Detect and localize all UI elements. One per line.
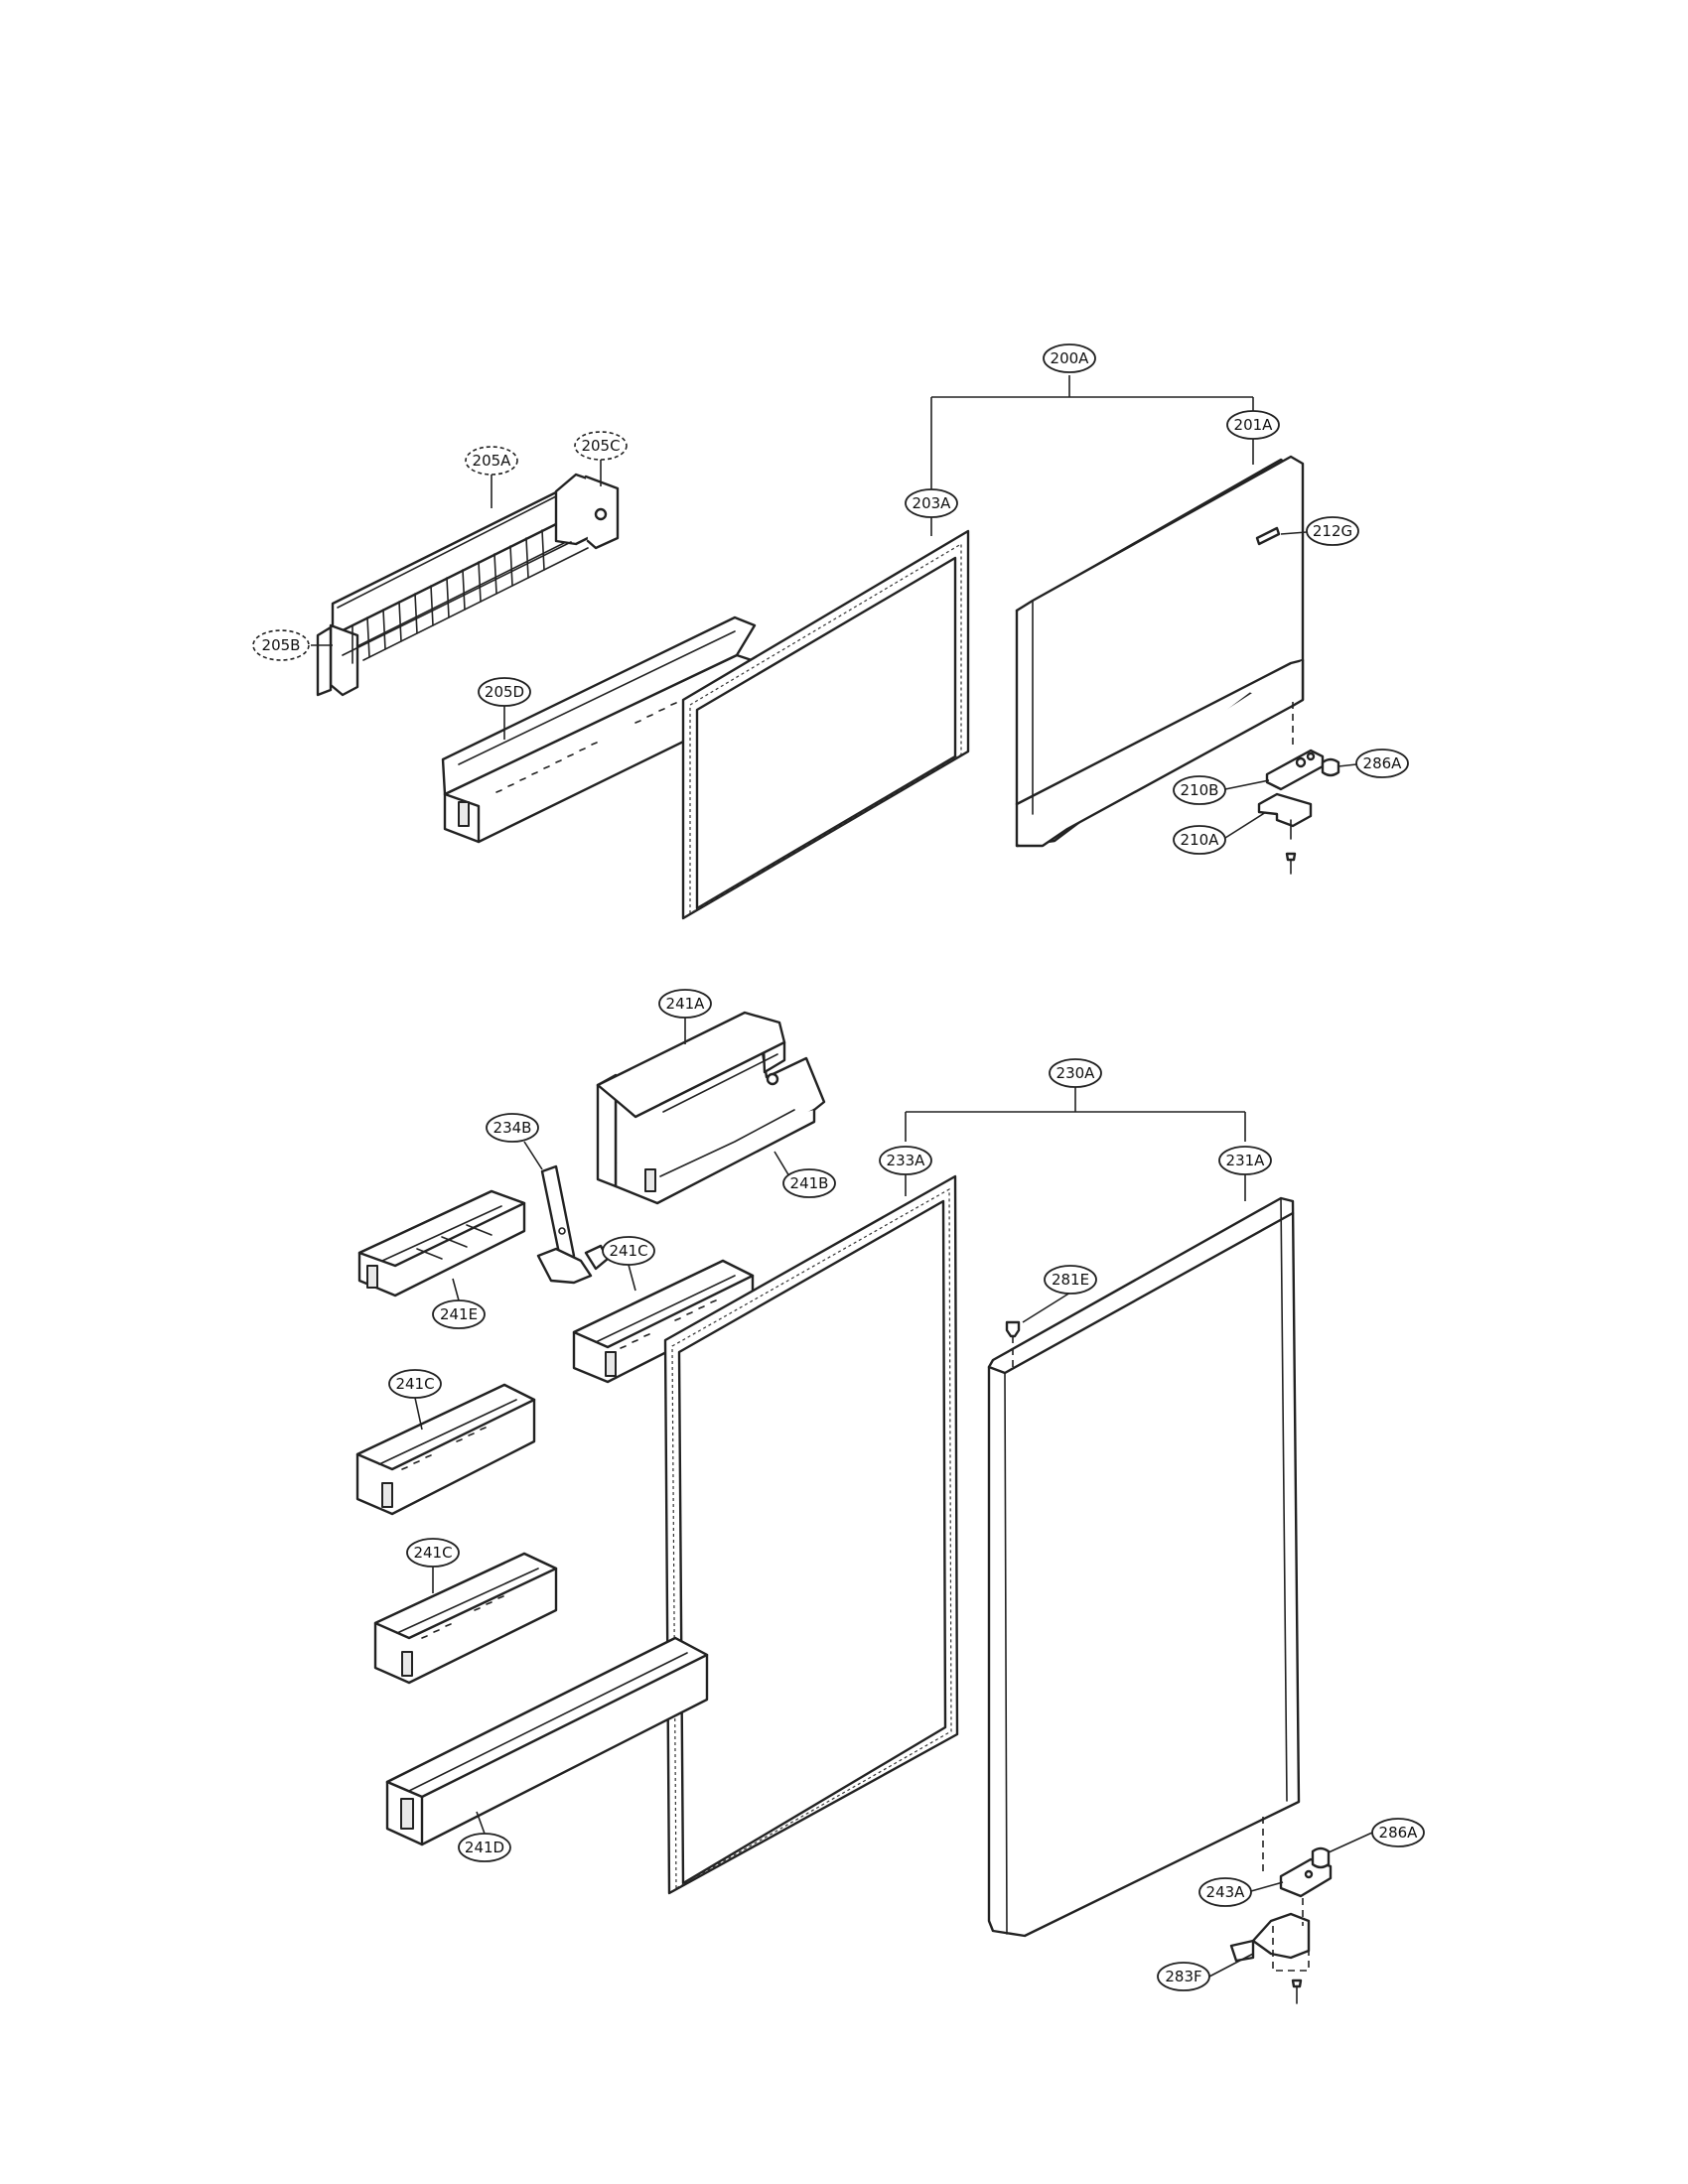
svg-text:283F: 283F: [1165, 1968, 1201, 1985]
callout-205B: 205B: [252, 629, 310, 661]
callout-241C-1: 241C: [602, 1236, 655, 1266]
callout-286A-bottom: 286A: [1371, 1818, 1425, 1847]
door-bin-241D: [385, 1636, 709, 1846]
leader-lines: [311, 439, 1373, 1978]
svg-text:200A: 200A: [1051, 349, 1090, 367]
svg-text:241B: 241B: [790, 1174, 829, 1192]
cap-286A-top: [1321, 757, 1340, 777]
hinge-243A: [1262, 1817, 1333, 1898]
hinge-bracket-210A: [1257, 792, 1313, 840]
callout-283F: 283F: [1157, 1962, 1210, 1991]
callout-210A: 210A: [1173, 825, 1226, 855]
screw-top: [1285, 852, 1297, 875]
svg-text:241C: 241C: [609, 1242, 647, 1260]
svg-text:230A: 230A: [1056, 1064, 1096, 1082]
callout-210B: 210B: [1173, 775, 1226, 805]
svg-text:243A: 243A: [1206, 1883, 1246, 1901]
callout-241D: 241D: [458, 1833, 511, 1862]
callout-234B: 234B: [486, 1113, 539, 1143]
callout-205A: 205A: [465, 446, 518, 476]
callout-286A-top: 286A: [1355, 749, 1409, 778]
svg-text:234B: 234B: [493, 1119, 532, 1137]
callout-281E: 281E: [1044, 1265, 1097, 1295]
svg-text:205C: 205C: [581, 437, 620, 455]
callout-200A: 200A: [1043, 343, 1096, 373]
callout-233A: 233A: [879, 1146, 932, 1175]
svg-text:241C: 241C: [413, 1544, 452, 1562]
door-bin-241C-3: [373, 1552, 558, 1685]
svg-text:205B: 205B: [262, 636, 301, 654]
svg-text:210B: 210B: [1181, 781, 1219, 799]
freezer-door-201A: [1015, 455, 1305, 848]
svg-text:281E: 281E: [1052, 1271, 1089, 1289]
door-bin-241C-1: [572, 1259, 755, 1384]
assembly-bracket-230A: [905, 1086, 1246, 1142]
hinge-210B: [1265, 702, 1325, 791]
callout-241A: 241A: [658, 989, 712, 1019]
cap-286A-bottom: [1311, 1846, 1331, 1869]
door-gasket-203A: [681, 529, 970, 920]
door-bin-241C-2: [355, 1383, 536, 1516]
wire-shelf-rack-205A: [316, 473, 620, 697]
svg-text:205A: 205A: [473, 452, 512, 470]
svg-text:241D: 241D: [465, 1839, 504, 1856]
callout-203A: 203A: [905, 488, 958, 518]
callout-241E: 241E: [432, 1299, 486, 1329]
door-bin-241E: [357, 1189, 526, 1297]
callout-201A: 201A: [1226, 410, 1280, 440]
callout-205D: 205D: [478, 677, 531, 707]
callout-241B: 241B: [782, 1168, 836, 1198]
svg-text:241A: 241A: [666, 995, 706, 1013]
door-stopper-281E: [1005, 1320, 1021, 1368]
callout-205C: 205C: [574, 431, 628, 461]
svg-text:205D: 205D: [485, 683, 524, 701]
door-gasket-233A: [663, 1174, 959, 1895]
callout-241C-2: 241C: [388, 1369, 442, 1399]
callout-212G: 212G: [1306, 516, 1359, 546]
bin-divider-234B: [536, 1164, 610, 1285]
fridge-door-231A: [987, 1196, 1301, 1938]
svg-text:203A: 203A: [913, 494, 952, 512]
svg-text:286A: 286A: [1363, 754, 1403, 772]
dairy-bin-cover-241A: [596, 1011, 786, 1188]
svg-text:231A: 231A: [1226, 1152, 1266, 1169]
svg-text:286A: 286A: [1379, 1824, 1419, 1842]
svg-text:241E: 241E: [440, 1305, 478, 1323]
svg-text:212G: 212G: [1313, 522, 1352, 540]
svg-text:241C: 241C: [395, 1375, 434, 1393]
callout-231A: 231A: [1218, 1146, 1272, 1175]
assembly-bracket-200A: [930, 375, 1254, 496]
callout-230A: 230A: [1049, 1058, 1102, 1088]
screw-bottom: [1291, 1979, 1303, 2004]
callout-243A: 243A: [1198, 1877, 1252, 1907]
svg-text:210A: 210A: [1181, 831, 1220, 849]
callout-241C-3: 241C: [406, 1538, 460, 1568]
svg-text:201A: 201A: [1234, 416, 1274, 434]
svg-text:233A: 233A: [887, 1152, 926, 1169]
